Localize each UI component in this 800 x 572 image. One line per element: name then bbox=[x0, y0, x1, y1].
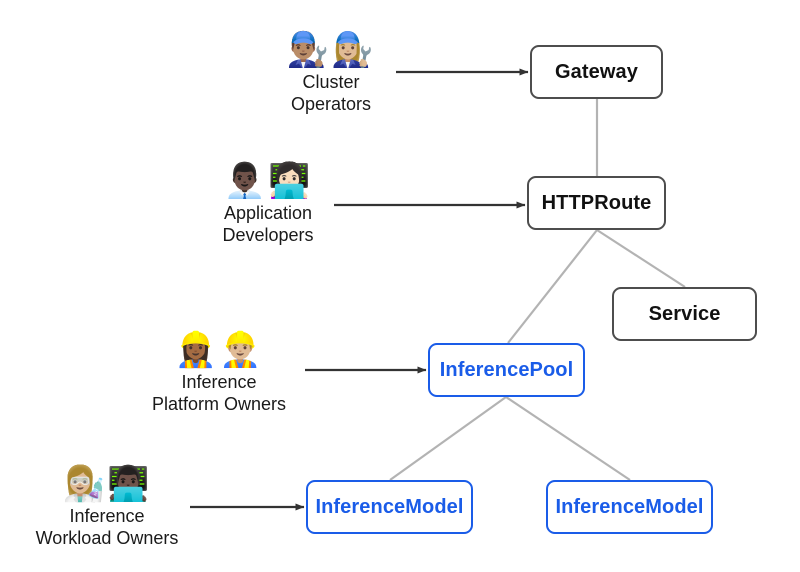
node-httproute[interactable]: HTTPRoute bbox=[527, 176, 666, 230]
node-inferencemodel-1-label: InferenceModel bbox=[315, 496, 464, 518]
edge-inferencepool-model-2 bbox=[505, 396, 631, 481]
node-httproute-label: HTTPRoute bbox=[541, 192, 652, 214]
edge-httproute-service bbox=[596, 229, 686, 288]
edge-inferencepool-model-1 bbox=[389, 396, 507, 481]
construction-worker-pair-icon: 👷🏾‍♀️👷🏼‍♂️ bbox=[174, 330, 264, 370]
persona-cluster-operators: 👨🏽‍🔧👩🏼‍🔧 Cluster Operators bbox=[231, 30, 431, 115]
node-gateway-label: Gateway bbox=[555, 61, 638, 83]
persona-workload-owners: 👩🏼‍🔬👨🏿‍💻 Inference Workload Owners bbox=[7, 464, 207, 549]
persona-platform-owners-label: Inference Platform Owners bbox=[151, 372, 287, 414]
scientist-technologist-pair-icon: 👩🏼‍🔬👨🏿‍💻 bbox=[62, 464, 152, 504]
node-inferencepool[interactable]: InferencePool bbox=[428, 343, 585, 397]
node-inferencemodel-2-label: InferenceModel bbox=[555, 496, 704, 518]
node-service[interactable]: Service bbox=[612, 287, 757, 341]
node-inferencemodel-2[interactable]: InferenceModel bbox=[546, 480, 713, 534]
node-inferencepool-label: InferencePool bbox=[439, 359, 574, 381]
persona-app-developers-label: Application Developers bbox=[222, 203, 314, 245]
node-inferencemodel-1[interactable]: InferenceModel bbox=[306, 480, 473, 534]
office-worker-technologist-pair-icon: 👨🏿‍💼👩🏻‍💻 bbox=[223, 161, 313, 201]
persona-platform-owners: 👷🏾‍♀️👷🏼‍♂️ Inference Platform Owners bbox=[119, 330, 319, 415]
mechanic-pair-icon: 👨🏽‍🔧👩🏼‍🔧 bbox=[286, 30, 376, 70]
persona-app-developers: 👨🏿‍💼👩🏻‍💻 Application Developers bbox=[168, 161, 368, 246]
edge-httproute-inferencepool bbox=[507, 229, 598, 344]
node-gateway[interactable]: Gateway bbox=[530, 45, 663, 99]
node-service-label: Service bbox=[648, 303, 721, 325]
persona-workload-owners-label: Inference Workload Owners bbox=[35, 506, 179, 548]
persona-cluster-operators-label: Cluster Operators bbox=[290, 72, 372, 114]
